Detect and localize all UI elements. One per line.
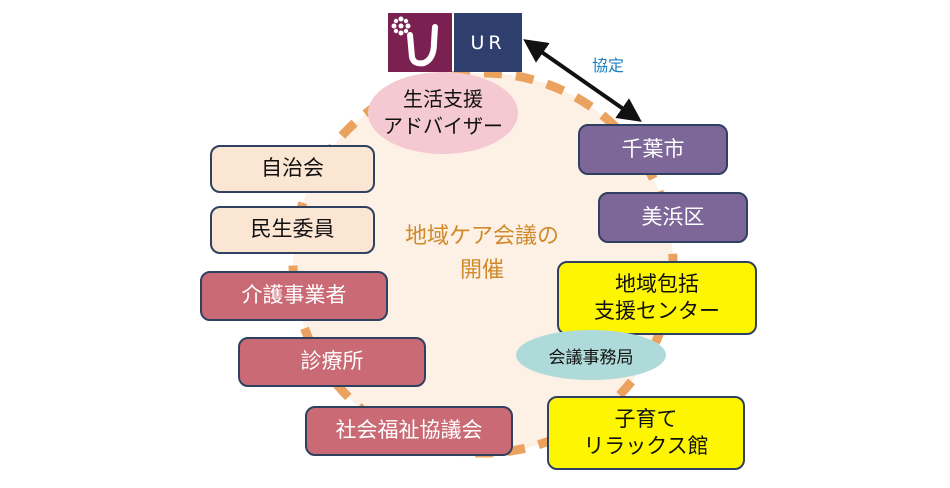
kosodate-line-2: リラックス館 xyxy=(583,434,709,458)
box-chiba: 千葉市 xyxy=(578,124,728,175)
kosodate-line-1: 子育て xyxy=(614,406,678,431)
box-kaigo: 介護事業者 xyxy=(200,271,388,321)
box-houkatsu: 地域包括 支援センター xyxy=(557,261,757,335)
box-jichikai: 自治会 xyxy=(210,145,375,193)
agreement-arrow xyxy=(523,39,642,122)
box-shinryo: 診療所 xyxy=(238,337,426,387)
advisor-line-2: アドバイザー xyxy=(383,114,503,138)
ur-mark-icon xyxy=(391,16,438,67)
center-title-line-1: 地域ケア会議の xyxy=(404,224,559,249)
ur-logo: UR xyxy=(388,13,522,72)
agreement-label: 協定 xyxy=(592,56,625,75)
houkatsu-line-2: 支援センター xyxy=(594,299,720,323)
ur-logo-mark xyxy=(388,13,452,72)
center-title-line-2: 開催 xyxy=(459,258,504,284)
houkatsu-line-1: 地域包括 xyxy=(615,271,699,296)
box-minsei: 民生委員 xyxy=(210,206,375,254)
advisor-line-1: 生活支援 xyxy=(403,87,483,111)
secretariat-ellipse: 会議事務局 xyxy=(516,330,666,380)
box-shakyo: 社会福祉協議会 xyxy=(305,406,513,456)
ur-logo-text: UR xyxy=(454,13,522,72)
box-mihama: 美浜区 xyxy=(598,192,748,243)
box-kosodate: 子育て リラックス館 xyxy=(547,396,745,470)
center-title: 地域ケア会議の 開催 xyxy=(372,220,592,288)
advisor-ellipse: 生活支援 アドバイザー xyxy=(368,72,518,154)
